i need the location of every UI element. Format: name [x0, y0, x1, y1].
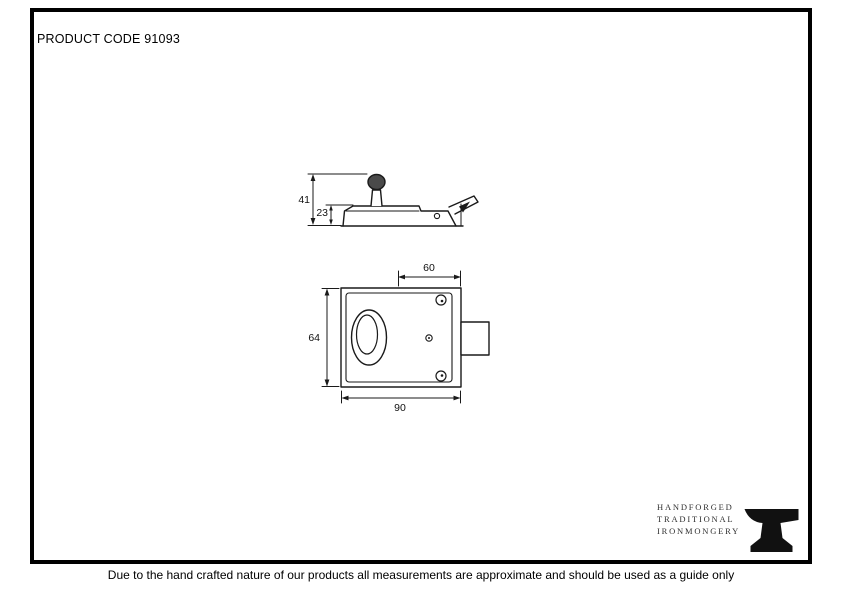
lock-case-front [340, 287, 462, 388]
screw-dot-top [440, 299, 444, 303]
spindle-hole [425, 334, 433, 342]
keep-profile [448, 195, 479, 215]
brand-line-handforged: HANDFORGED [657, 502, 734, 512]
disclaimer-text: Due to the hand crafted nature of our pr… [107, 568, 735, 582]
product-code: PRODUCT CODE 91093 [37, 32, 180, 46]
border-frame [30, 8, 812, 564]
front-view-dimensions: 60 64 90 [308, 262, 461, 414]
front-view-drawing [340, 287, 490, 388]
brand-block: HANDFORGED TRADITIONAL IRONMONGERY [657, 501, 740, 537]
screw-hole-bottom [435, 370, 447, 382]
brand-line-traditional: TRADITIONAL [657, 514, 735, 524]
dim-label-height: 64 [308, 332, 320, 344]
screw-hole-top [435, 294, 447, 306]
knob-stem [370, 189, 383, 207]
anvil-icon [744, 509, 799, 552]
knob-profile [367, 173, 386, 191]
lock-case-profile [342, 205, 457, 227]
dim-label-width: 90 [394, 402, 406, 414]
escutcheon-outer [350, 309, 388, 366]
dim-label-top-width: 60 [423, 262, 435, 274]
keep-tip [459, 201, 470, 213]
side-view-drawing [340, 173, 479, 227]
screw-dot-bottom [440, 374, 444, 377]
latch-bolt [460, 321, 490, 356]
escutcheon-inner [355, 314, 379, 355]
side-view-dimensions: 41 23 [298, 173, 368, 226]
spindle-dot [428, 337, 430, 339]
anvil-silhouette [744, 509, 799, 552]
dim-label-case-height: 23 [316, 207, 328, 219]
brand-line-ironmongery: IRONMONGERY [657, 526, 741, 536]
lock-case-inner-plate [345, 292, 453, 383]
screw-hole-side [433, 212, 441, 220]
dim-label-total-height: 41 [298, 194, 310, 206]
